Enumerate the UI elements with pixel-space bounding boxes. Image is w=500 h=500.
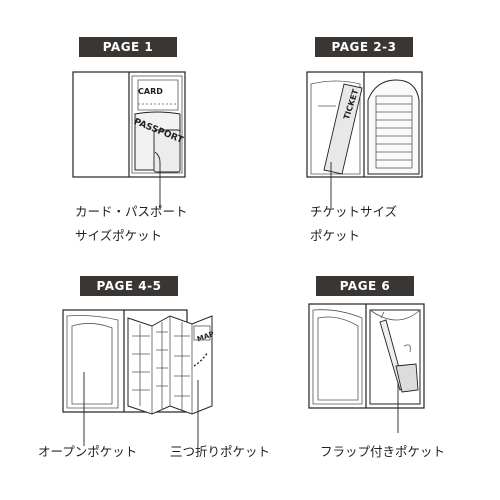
page-4-5-illustration — [62, 309, 213, 415]
page-6-caption: フラップ付きポケット — [320, 444, 446, 459]
page-1-illustration — [72, 71, 186, 178]
page-4-5-leader-lines — [83, 372, 199, 446]
open-pocket-caption: オープンポケット — [38, 444, 138, 459]
card-label: CARD — [138, 87, 163, 96]
page-2-3-leader-line — [330, 162, 332, 208]
page-6-illustration — [308, 303, 425, 409]
trifold-pocket-caption: 三つ折りポケット — [170, 444, 271, 459]
page-2-3-badge: PAGE 2-3 — [315, 37, 413, 57]
page-4-5-badge: PAGE 4-5 — [80, 276, 178, 296]
page-1-caption-line-1: カード・パスポート — [75, 204, 188, 219]
page-6-leader-line — [397, 382, 399, 433]
page-1-leader-line — [154, 151, 161, 208]
page-1-badge: PAGE 1 — [79, 37, 177, 57]
page-2-3-caption-line-2: ポケット — [310, 228, 361, 243]
page-6-badge: PAGE 6 — [316, 276, 414, 296]
page-1-caption-line-2: サイズポケット — [75, 228, 163, 243]
page-2-3-illustration — [306, 71, 423, 178]
page-2-3-caption-line-1: チケットサイズ — [310, 204, 398, 219]
